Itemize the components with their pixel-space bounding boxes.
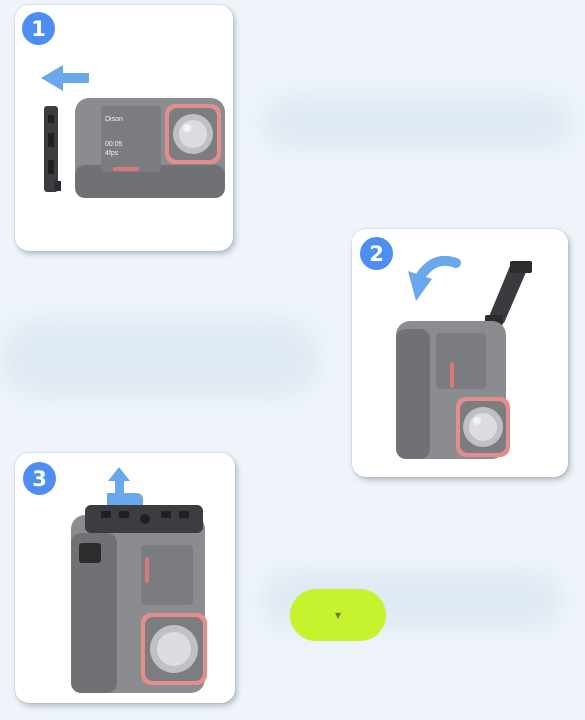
placeholder-blur-1 [262, 95, 572, 150]
camera-screen-line-3: 4fps [105, 150, 119, 157]
placeholder-blur-2 [0, 318, 320, 398]
camera-screen-line-1: Dison [105, 116, 123, 123]
bracket-plate [485, 261, 532, 325]
camera-body [75, 98, 225, 198]
step-2-card: 2 [352, 229, 568, 477]
step-1-card: 1 Dison 00:05 4fps [15, 5, 233, 251]
step-3-badge: 3 [23, 462, 56, 495]
step-1-badge: 1 [22, 12, 55, 45]
action-button[interactable]: ▾ [290, 589, 386, 641]
step-3-illustration [71, 467, 207, 693]
curved-arrow-icon [408, 255, 461, 301]
step-3-card: 3 [15, 453, 235, 703]
camera-body [71, 505, 207, 693]
step-2-badge: 2 [360, 237, 393, 270]
arrow-left-icon [41, 65, 89, 91]
step-2-illustration [396, 255, 532, 459]
camera-screen-line-2: 00:05 [105, 141, 123, 148]
side-plate [44, 106, 61, 192]
chevron-down-icon: ▾ [334, 608, 342, 622]
step-1-illustration [41, 65, 225, 198]
camera-body [396, 321, 510, 459]
camera-screen-text: Dison 00:05 4fps [105, 115, 123, 158]
